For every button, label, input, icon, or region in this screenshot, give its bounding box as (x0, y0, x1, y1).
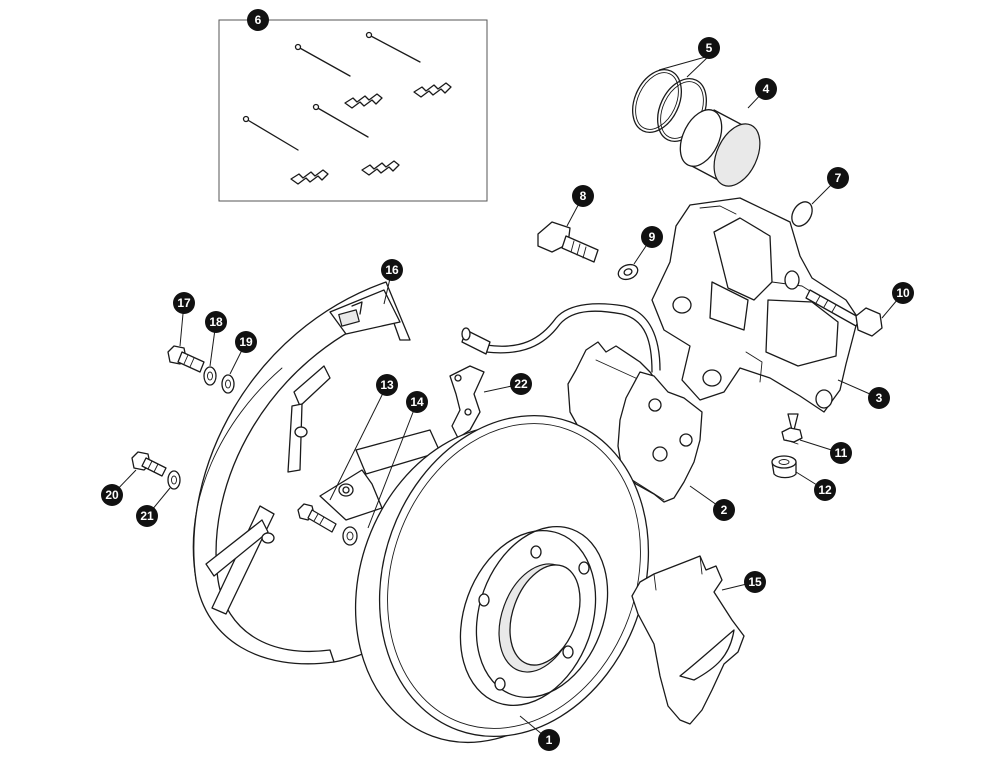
spring-washer (617, 263, 639, 281)
bleed-nipple (781, 413, 803, 445)
callout-3: 3 (868, 387, 890, 409)
pad-wear-sensor (461, 303, 661, 373)
callout-6: 6 (247, 9, 269, 31)
caliper-mounting-bolt (537, 221, 599, 263)
callout-label: 2 (721, 503, 728, 517)
kit-frame (218, 19, 488, 202)
callout-label: 8 (580, 189, 587, 203)
callout-18: 18 (205, 311, 227, 333)
callout-label: 12 (818, 483, 832, 497)
callout-label: 13 (380, 378, 394, 392)
callout-21: 21 (136, 505, 158, 527)
pad-fitting-kit (218, 19, 488, 202)
anti-rattle-clips (290, 82, 452, 185)
callout-16: 16 (381, 259, 403, 281)
o-ring (791, 201, 813, 227)
washer-21 (167, 470, 181, 490)
washer-19 (221, 374, 235, 394)
callout-15: 15 (744, 571, 766, 593)
dust-cap (771, 455, 797, 479)
callout-label: 9 (649, 230, 656, 244)
callout-label: 5 (706, 41, 713, 55)
callout-12: 12 (814, 479, 836, 501)
washer-18 (203, 366, 217, 386)
callout-label: 21 (140, 509, 154, 523)
bolt-20 (131, 451, 167, 477)
callout-22: 22 (510, 373, 532, 395)
bolt-17 (167, 345, 205, 373)
brake-caliper-body (651, 197, 859, 413)
callout-20: 20 (101, 484, 123, 506)
callout-label: 14 (410, 395, 424, 409)
callout-label: 1 (546, 733, 553, 747)
caliper-piston (679, 109, 761, 187)
callout-label: 7 (835, 171, 842, 185)
callout-label: 6 (255, 13, 262, 27)
callout-label: 16 (385, 263, 399, 277)
callout-17: 17 (173, 292, 195, 314)
callout-4: 4 (755, 78, 777, 100)
callout-label: 22 (514, 377, 528, 391)
callout-7: 7 (827, 167, 849, 189)
callout-label: 10 (896, 286, 910, 300)
anti-squeal-shim (631, 555, 745, 725)
callout-label: 15 (748, 575, 762, 589)
callout-19: 19 (235, 331, 257, 353)
callout-2: 2 (713, 499, 735, 521)
shield-bolt (297, 503, 358, 546)
callout-9: 9 (641, 226, 663, 248)
splash-shield (192, 281, 453, 665)
callout-11: 11 (830, 442, 852, 464)
brake-disc (354, 414, 650, 744)
callout-label: 17 (177, 296, 191, 310)
retaining-pins (242, 31, 421, 151)
callout-10: 10 (892, 282, 914, 304)
callout-label: 20 (105, 488, 119, 502)
callout-label: 4 (763, 82, 770, 96)
callout-14: 14 (406, 391, 428, 413)
callout-13: 13 (376, 374, 398, 396)
caliper-through-bolt (805, 289, 883, 337)
callout-label: 18 (209, 315, 223, 329)
callout-5: 5 (698, 37, 720, 59)
callout-label: 3 (876, 391, 883, 405)
callout-8: 8 (572, 185, 594, 207)
callout-1: 1 (538, 729, 560, 751)
callout-label: 11 (835, 446, 848, 460)
sensor-bracket (449, 365, 485, 439)
callout-label: 19 (239, 335, 253, 349)
